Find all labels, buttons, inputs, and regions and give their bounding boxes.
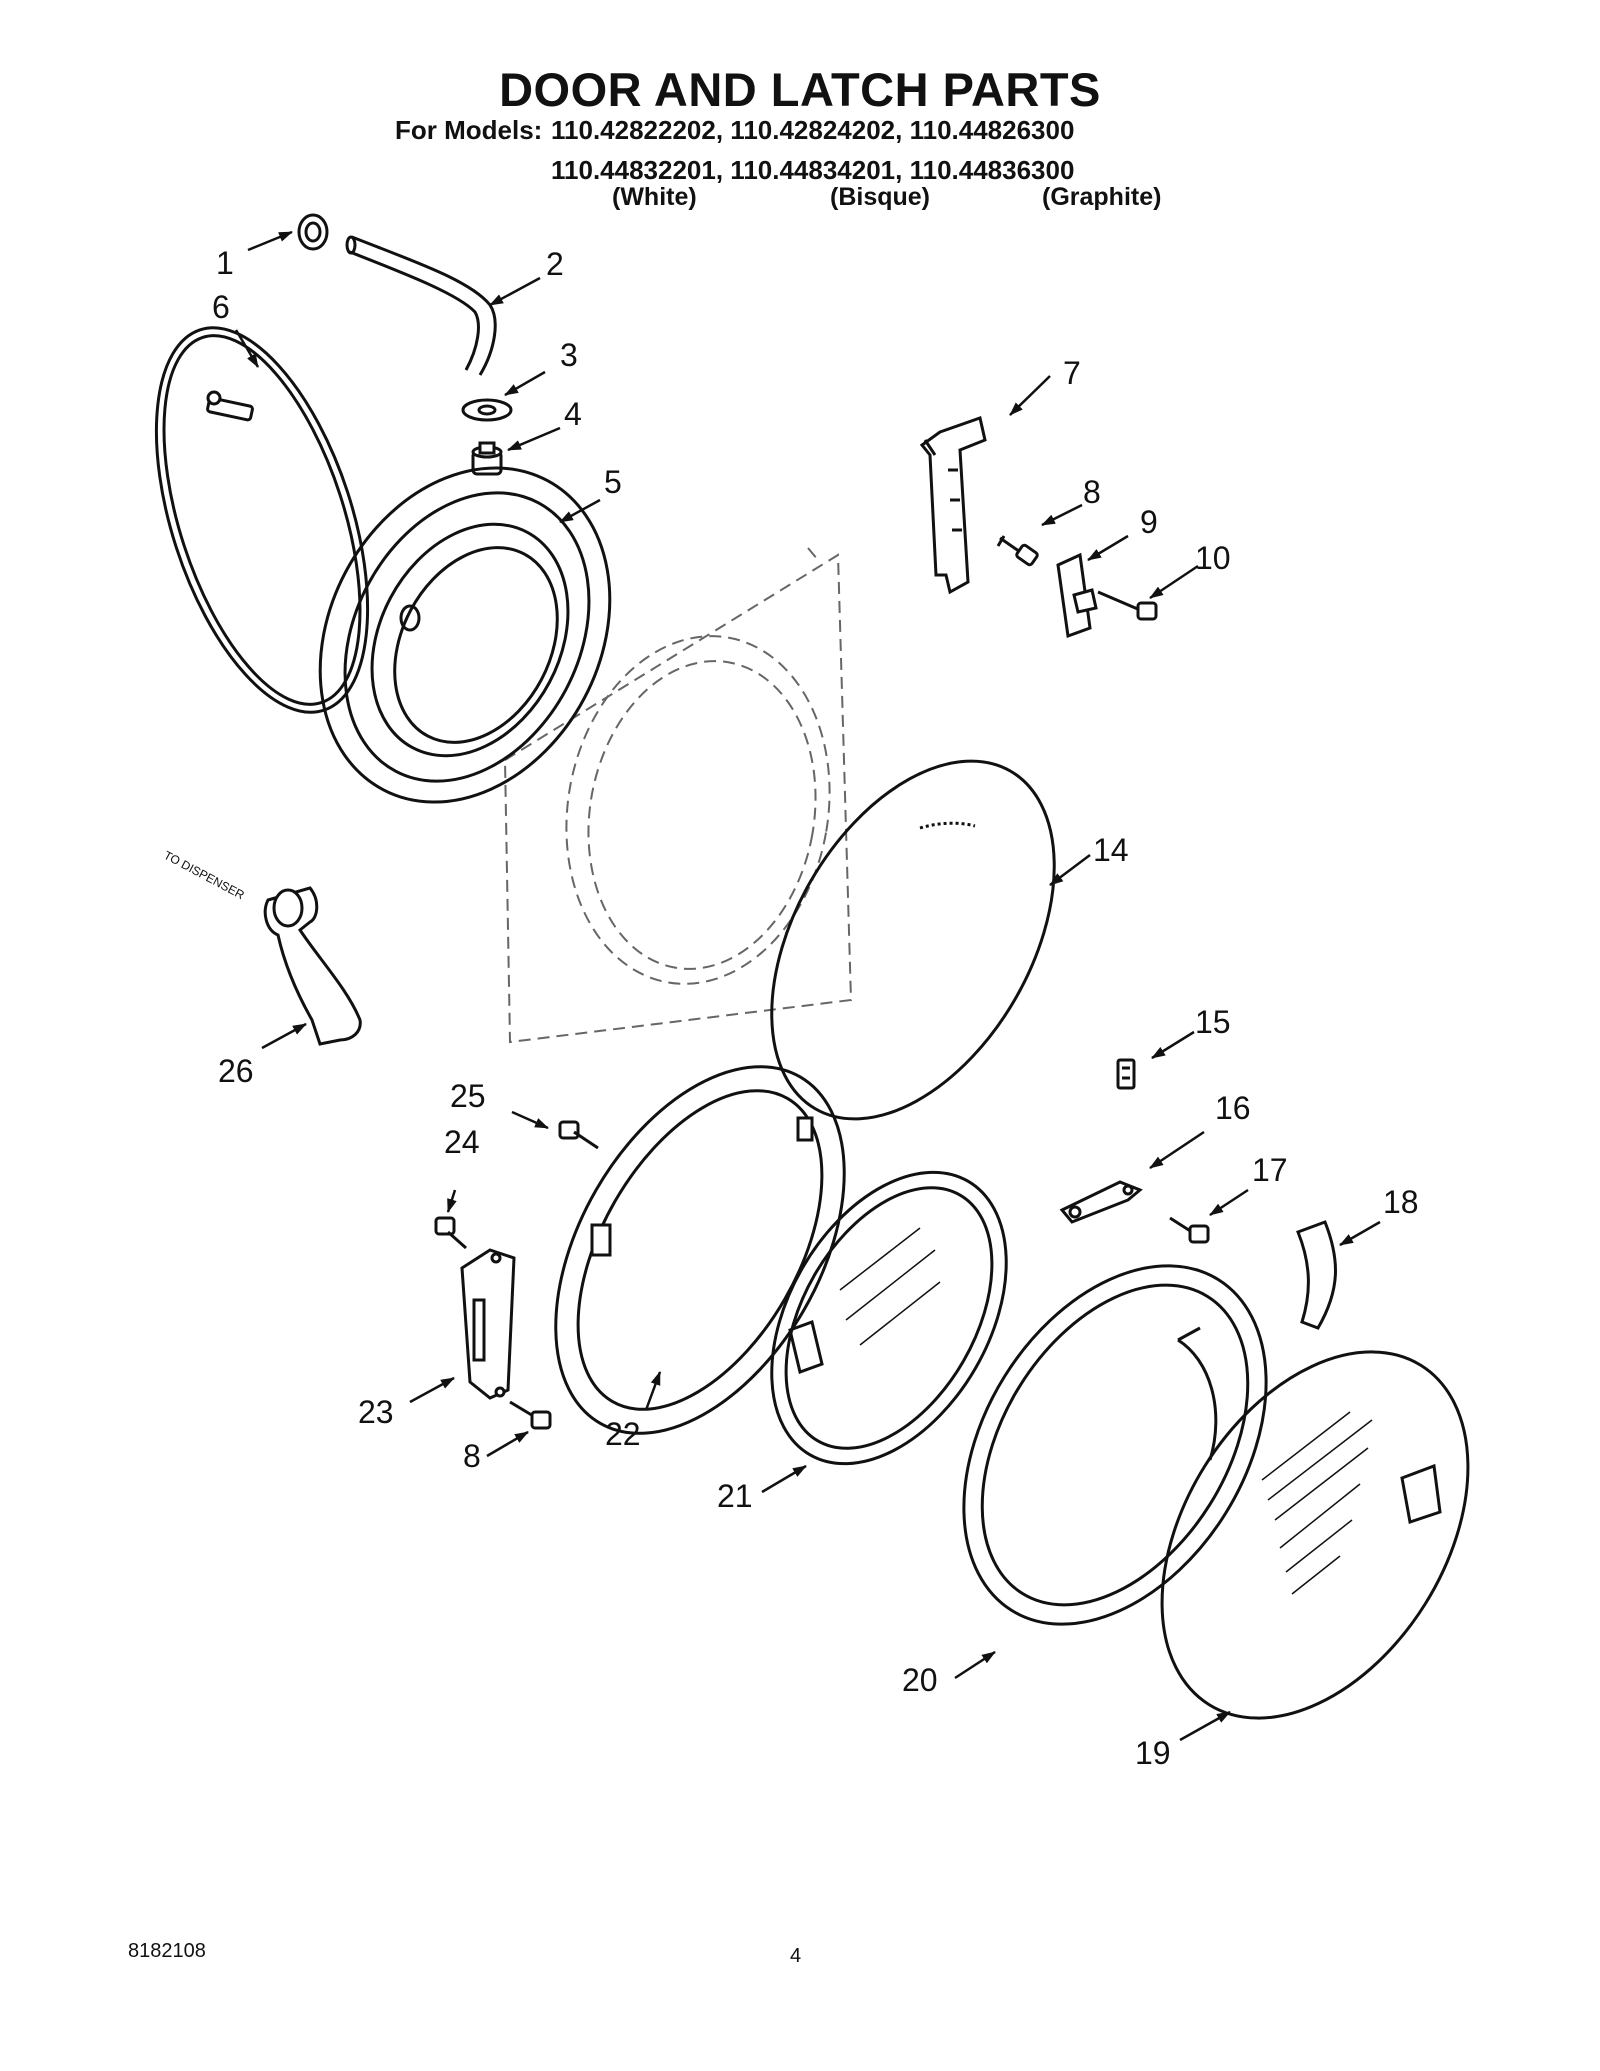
leader-lines	[234, 230, 1381, 1742]
callout-16: 16	[1215, 1090, 1251, 1126]
callout-9: 9	[1140, 504, 1158, 540]
cabinet-front-phantom	[503, 547, 853, 1044]
part-22-inner-frame	[554, 1065, 846, 1435]
callout-22: 22	[605, 1416, 641, 1452]
callout-6: 6	[212, 289, 230, 325]
callout-7: 7	[1063, 355, 1081, 391]
part-23-hinge	[460, 1248, 516, 1400]
part-24-screw	[434, 1216, 467, 1250]
part-8-screw-upper	[996, 535, 1039, 567]
callout-8-upper: 8	[1083, 474, 1101, 510]
callout-14: 14	[1093, 832, 1129, 868]
callout-17: 17	[1252, 1152, 1288, 1188]
callout-19: 19	[1135, 1735, 1171, 1771]
part-25-screw	[558, 1120, 599, 1150]
page-number: 4	[790, 1945, 802, 1967]
part-9-strike	[1056, 552, 1098, 639]
callout-1: 1	[216, 245, 234, 281]
callout-21: 21	[717, 1478, 753, 1514]
part-14-seal	[770, 759, 1056, 1121]
callout-5: 5	[604, 464, 622, 500]
callout-20: 20	[902, 1662, 938, 1698]
part-20-door-ring	[962, 1264, 1268, 1626]
part-8-screw-lower	[509, 1400, 552, 1430]
callout-26: 26	[218, 1053, 254, 1089]
callout-15: 15	[1195, 1004, 1231, 1040]
part-7-latch-bracket	[919, 416, 987, 595]
part-15-clip	[1116, 1058, 1136, 1090]
part-6-clamp-ring	[154, 326, 370, 714]
models-row-2: 110.44832201, 110.44834201, 110.44836300	[551, 155, 1075, 185]
part-3-washer	[461, 398, 513, 422]
callout-25: 25	[450, 1078, 486, 1114]
part-21-inner-glass	[770, 1170, 1008, 1466]
part-10-screw	[1097, 590, 1158, 621]
part-1-clamp	[297, 213, 329, 251]
callout-3: 3	[560, 337, 578, 373]
models-label: For Models:	[395, 115, 543, 145]
part-17-screw	[1169, 1216, 1210, 1244]
color-white: (White)	[612, 183, 697, 211]
callout-18: 18	[1383, 1184, 1419, 1220]
models-row-1: 110.42822202, 110.42824202, 110.44826300	[551, 115, 1075, 145]
callout-24: 24	[444, 1124, 480, 1160]
part-19-outer-door	[1160, 1350, 1470, 1720]
callout-23: 23	[358, 1394, 394, 1430]
part-18-handle-insert	[1296, 1220, 1337, 1330]
color-graphite: (Graphite)	[1042, 183, 1162, 211]
part-5-bellows	[318, 466, 612, 804]
color-bisque: (Bisque)	[830, 183, 930, 211]
callout-8-lower: 8	[463, 1438, 481, 1474]
doc-number: 8182108	[128, 1940, 206, 1962]
part-2-hose	[345, 235, 497, 376]
callout-10: 10	[1195, 540, 1231, 576]
part-16-bracket	[1059, 1180, 1143, 1224]
callout-4: 4	[564, 396, 582, 432]
part-26-dispenser-hose	[263, 886, 362, 1046]
page-title: DOOR AND LATCH PARTS	[499, 63, 1101, 116]
callout-2: 2	[546, 246, 564, 282]
